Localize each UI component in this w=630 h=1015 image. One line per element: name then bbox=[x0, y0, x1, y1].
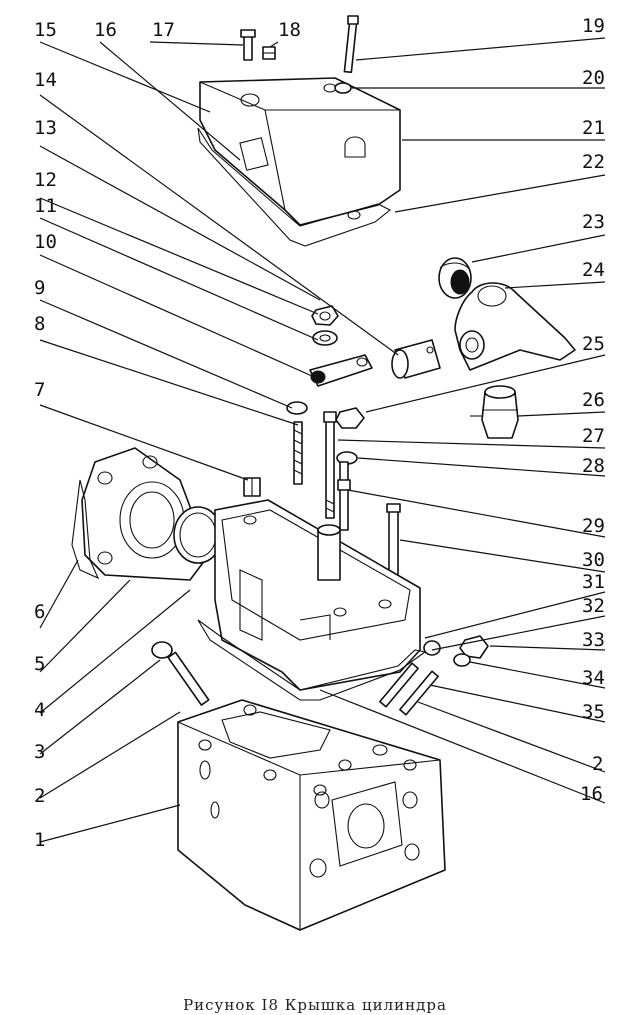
callout-13: 13 bbox=[34, 117, 57, 139]
callout-2-left: 2 bbox=[34, 785, 45, 807]
callout-7: 7 bbox=[34, 379, 45, 401]
cylinder-head bbox=[177, 699, 446, 931]
flange-gasket bbox=[71, 479, 100, 580]
callout-9: 9 bbox=[34, 277, 45, 299]
callout-32: 32 bbox=[582, 595, 605, 617]
callout-28: 28 bbox=[582, 455, 605, 477]
rocker-lever bbox=[309, 354, 373, 387]
callout-34: 34 bbox=[582, 667, 605, 689]
valve-housing bbox=[214, 499, 421, 691]
long-stud bbox=[343, 15, 359, 74]
callout-26: 26 bbox=[582, 389, 605, 411]
callout-31: 31 bbox=[582, 571, 605, 593]
callout-15: 15 bbox=[34, 19, 57, 41]
callout-6: 6 bbox=[34, 601, 45, 623]
callout-8: 8 bbox=[34, 313, 45, 335]
callout-10: 10 bbox=[34, 231, 57, 253]
callout-16-bottom: 16 bbox=[580, 783, 603, 805]
callout-4: 4 bbox=[34, 699, 45, 721]
callout-18: 18 bbox=[278, 19, 301, 41]
callout-5: 5 bbox=[34, 653, 45, 675]
callout-35: 35 bbox=[582, 701, 605, 723]
callout-17: 17 bbox=[152, 19, 175, 41]
callout-12: 12 bbox=[34, 169, 57, 191]
callout-1: 1 bbox=[34, 829, 45, 851]
callout-20: 20 bbox=[582, 67, 605, 89]
callout-14: 14 bbox=[34, 69, 57, 91]
callout-29: 29 bbox=[582, 515, 605, 537]
spring-washer bbox=[286, 401, 308, 415]
pushrod-stud bbox=[293, 421, 303, 485]
cover-nut bbox=[262, 46, 276, 60]
rocker-arm bbox=[454, 282, 576, 371]
callout-24: 24 bbox=[582, 259, 605, 281]
callout-16-top: 16 bbox=[94, 19, 117, 41]
callout-19: 19 bbox=[582, 15, 605, 37]
callout-11: 11 bbox=[34, 195, 57, 217]
valve-cap bbox=[470, 385, 519, 439]
pushrod bbox=[323, 411, 337, 519]
callout-3: 3 bbox=[34, 741, 45, 763]
small-nut bbox=[243, 477, 261, 497]
cover-washer bbox=[334, 82, 352, 94]
figure-caption: Рисунок I8 Крышка цилиндра bbox=[183, 996, 447, 1014]
adjust-washer-hole bbox=[319, 334, 331, 342]
callout-27: 27 bbox=[582, 425, 605, 447]
leader-lines bbox=[39, 37, 606, 843]
rocker-bushing bbox=[391, 339, 441, 379]
callout-21: 21 bbox=[582, 117, 605, 139]
gasket-bolt-hole bbox=[347, 210, 361, 220]
callout-labels: 1 2 2 3 4 5 6 7 8 9 10 11 12 13 14 15 16… bbox=[34, 15, 605, 851]
hex-nut bbox=[335, 407, 365, 429]
adjust-nut bbox=[311, 305, 339, 326]
stud-pair-right bbox=[379, 662, 439, 716]
adjust-washer bbox=[312, 330, 338, 346]
callout-33: 33 bbox=[582, 629, 605, 651]
cover-gasket bbox=[197, 127, 392, 247]
sealing-ring bbox=[453, 653, 471, 667]
rubber-grommet bbox=[438, 257, 472, 299]
stud-left bbox=[151, 641, 210, 706]
long-pushrod bbox=[337, 461, 351, 531]
cover-bolt bbox=[240, 29, 256, 61]
small-washer bbox=[423, 640, 441, 656]
callout-22: 22 bbox=[582, 151, 605, 173]
callout-30: 30 bbox=[582, 549, 605, 571]
callout-23: 23 bbox=[582, 211, 605, 233]
callout-2-right: 2 bbox=[592, 753, 603, 775]
cap-nut bbox=[459, 635, 489, 659]
callout-25: 25 bbox=[582, 333, 605, 355]
